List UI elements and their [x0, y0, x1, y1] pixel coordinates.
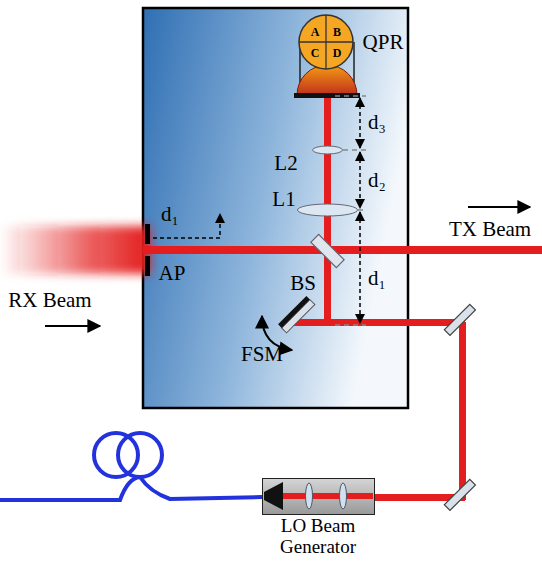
lo-generator-box: LO Beam Generator [262, 478, 375, 515]
dimension-label: d₂ [368, 170, 386, 191]
lens-l2 [313, 146, 343, 154]
housing-panel [143, 8, 408, 408]
qpr-detector [294, 15, 360, 98]
lens-l1 [298, 204, 358, 216]
tx-beam [143, 246, 542, 254]
mirror-back [278, 296, 310, 328]
detector-name: QPR [363, 32, 404, 53]
quadrant-letter: C [311, 47, 320, 59]
quadrant-letter: D [333, 47, 342, 59]
dimension-line [359, 152, 361, 208]
dimension-tick [343, 149, 366, 151]
dimension-lines [153, 96, 366, 325]
fold-mirror [444, 479, 475, 510]
part-name: AP [159, 263, 186, 284]
lo-beam-path [290, 319, 466, 501]
lens [306, 483, 313, 509]
dimension-tick [335, 95, 366, 97]
part-name: FSM [241, 344, 283, 365]
dimension-label: d₃ [368, 112, 386, 133]
part-name: L2 [274, 153, 297, 174]
direction-arrow [45, 325, 100, 327]
lo-beam [459, 322, 466, 500]
quadrant-disc [299, 15, 353, 69]
part-name: BS [290, 273, 316, 294]
direction-arrow [468, 206, 530, 208]
generator-optics [263, 479, 373, 513]
fast-steering-mirror [278, 296, 315, 333]
fiber-coil [118, 433, 162, 477]
aperture-blade [145, 224, 150, 244]
aperture [145, 224, 150, 276]
beam-splitter [311, 234, 344, 267]
dimension-line [359, 98, 361, 148]
quadrant-split [299, 41, 353, 42]
fiber-collimator [264, 482, 283, 510]
dimension-tick [335, 324, 366, 326]
quadrant-letter: A [311, 26, 320, 38]
beam-name: RX Beam [8, 290, 91, 311]
aperture-blade [145, 256, 150, 276]
rx-beam [0, 226, 150, 274]
node-label: LO Beam Generator [263, 515, 373, 557]
dimension-tick [358, 209, 366, 211]
dimension-label: d₁ [161, 204, 179, 225]
part-name: L1 [272, 189, 295, 210]
dimension-line [359, 212, 361, 323]
optical-fiber [0, 433, 262, 500]
lo-beam [290, 319, 465, 326]
quadrant-letter: B [333, 26, 341, 38]
fiber-line [0, 477, 262, 500]
dimension-label: d₁ [368, 268, 386, 289]
detector-base [294, 93, 360, 98]
lens [340, 483, 347, 509]
lo-beam [283, 493, 373, 499]
fold-mirror [444, 304, 475, 335]
beam-name: TX Beam [449, 219, 531, 240]
